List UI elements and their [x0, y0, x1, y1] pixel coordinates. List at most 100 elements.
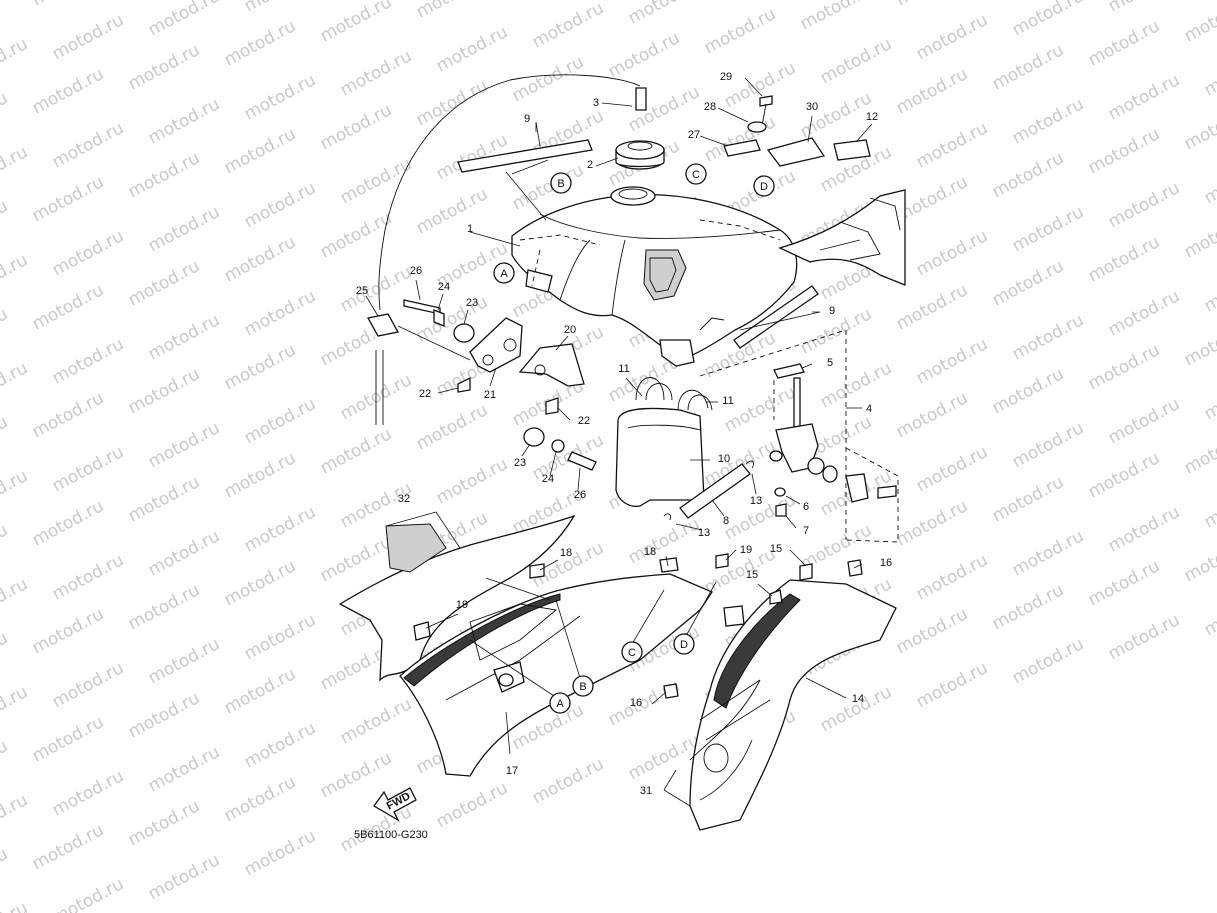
svg-text:D: D	[760, 181, 768, 193]
watermark-text: motod.ru	[125, 256, 203, 310]
part-number-callout: 27	[688, 129, 700, 141]
watermark-text: motod.ru	[29, 604, 107, 658]
watermark-text: motod.ru	[433, 22, 511, 76]
part-number-callout: 21	[484, 389, 496, 401]
watermark-text: motod.ru	[413, 184, 491, 238]
watermark-text: motod.ru	[1085, 340, 1163, 394]
watermark-text: motod.ru	[145, 94, 223, 148]
watermark-text: motod.ru	[913, 226, 991, 280]
watermark-text: motod.ru	[893, 280, 971, 334]
fuel-tank	[511, 186, 798, 367]
part-number-callout: 25	[356, 285, 368, 297]
watermark-text: motod.ru	[1105, 502, 1183, 556]
part-number-callout: 10	[718, 453, 730, 465]
watermark-text: motod.ru	[0, 898, 31, 913]
ref-circle-a-bottom: A	[549, 692, 571, 714]
watermark-text: motod.ru	[0, 790, 31, 844]
watermark-text: motod.ru	[0, 196, 11, 250]
svg-text:D: D	[680, 639, 688, 651]
leader-lines	[365, 77, 873, 807]
watermark-text: motod.ru	[1201, 586, 1217, 640]
ref-circle-b-bottom: B	[572, 675, 594, 697]
watermark-text: motod.ru	[0, 412, 11, 466]
watermark-text: motod.ru	[913, 118, 991, 172]
watermark-text: motod.ru	[221, 16, 299, 70]
watermark-text: motod.ru	[1009, 310, 1087, 364]
svg-text:B: B	[557, 178, 564, 190]
watermark-text: motod.ru	[913, 10, 991, 64]
watermark-text: motod.ru	[0, 0, 11, 34]
watermark-text: motod.ru	[1181, 424, 1217, 478]
watermark-text: motod.ru	[893, 496, 971, 550]
watermark-text: motod.ru	[413, 0, 491, 22]
watermark-text: motod.ru	[913, 550, 991, 604]
watermark-text: motod.ru	[49, 442, 127, 496]
watermark-text: motod.ru	[241, 610, 319, 664]
watermark-text: motod.ru	[337, 262, 415, 316]
part-number-callout: 19	[740, 544, 752, 556]
watermark-text: motod.ru	[0, 628, 11, 682]
watermark-text: motod.ru	[1201, 478, 1217, 532]
watermark-text: motod.ru	[1181, 208, 1217, 262]
svg-text:C: C	[692, 169, 700, 181]
watermark-text: motod.ru	[1181, 532, 1217, 586]
ref-circle-a-top: A	[493, 262, 515, 284]
watermark-text: motod.ru	[221, 664, 299, 718]
part-number-callout: 11	[618, 363, 629, 375]
watermark-text: motod.ru	[701, 436, 779, 490]
watermark-text: motod.ru	[125, 580, 203, 634]
ref-circle-c-top: C	[685, 163, 707, 185]
watermark-text: motod.ru	[1009, 0, 1087, 40]
watermark-text: motod.ru	[29, 496, 107, 550]
watermark-text: motod.ru	[797, 304, 875, 358]
watermark-text: motod.ru	[241, 502, 319, 556]
part-number-callout: 22	[578, 415, 590, 427]
watermark-text: motod.ru	[1085, 556, 1163, 610]
watermark-text: motod.ru	[337, 478, 415, 532]
part-number-callout: 2	[587, 159, 593, 171]
watermark-text: motod.ru	[913, 658, 991, 712]
watermark-text: motod.ru	[1201, 262, 1217, 316]
left-shroud	[338, 514, 713, 777]
watermark-text: motod.ru	[145, 202, 223, 256]
part-number-callout: 18	[644, 546, 656, 558]
watermark-text: motod.ru	[29, 388, 107, 442]
watermark-text: motod.ru	[1009, 526, 1087, 580]
watermark-text: motod.ru	[317, 532, 395, 586]
tank-pads	[457, 139, 819, 349]
watermark-text: motod.ru	[1105, 286, 1183, 340]
watermark-text: motod.ru	[337, 694, 415, 748]
watermark-text: motod.ru	[317, 424, 395, 478]
part-number-callout: 31	[640, 785, 652, 797]
watermark-text: motod.ru	[241, 70, 319, 124]
watermark-text: motod.ru	[1105, 610, 1183, 664]
watermark-text: motod.ru	[241, 286, 319, 340]
watermark-text: motod.ru	[701, 112, 779, 166]
watermark-text: motod.ru	[241, 0, 319, 16]
watermark-text: motod.ru	[29, 0, 107, 10]
watermark-text: motod.ru	[29, 280, 107, 334]
watermark-text: motod.ru	[893, 64, 971, 118]
watermark-text: motod.ru	[433, 454, 511, 508]
part-number-callout: 24	[542, 473, 554, 485]
watermark-text: motod.ru	[797, 88, 875, 142]
part-number-callout: 17	[506, 765, 518, 777]
watermark-text: motod.ru	[605, 28, 683, 82]
right-shroud	[659, 553, 897, 831]
svg-text:B: B	[579, 681, 586, 693]
watermark-text: motod.ru	[1201, 370, 1217, 424]
watermark-text: motod.ru	[989, 40, 1067, 94]
watermark-text: motod.ru	[145, 418, 223, 472]
part-number-callout: 22	[419, 388, 431, 400]
watermark-text: motod.ru	[49, 334, 127, 388]
part-number-callout: 15	[746, 569, 758, 581]
part-number-callout: 20	[564, 324, 576, 336]
part-number-callout: 1	[467, 223, 473, 235]
watermark-text: motod.ru	[0, 250, 31, 304]
watermark-text: motod.ru	[1105, 0, 1183, 16]
watermark-text: motod.ru	[125, 688, 203, 742]
ref-circle-d-top: D	[753, 175, 775, 197]
watermark-text: motod.ru	[49, 118, 127, 172]
